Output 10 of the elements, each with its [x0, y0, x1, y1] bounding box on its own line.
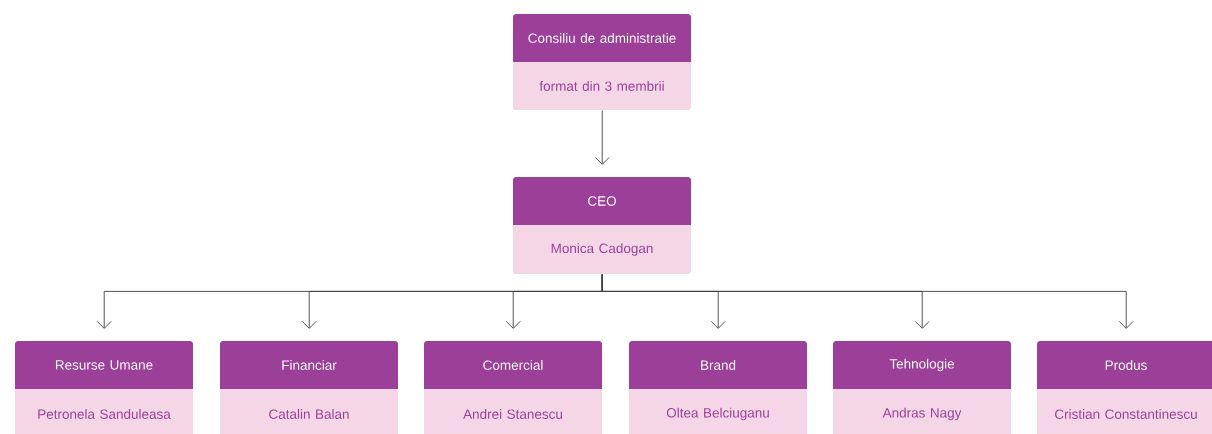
org-box: Tehnologie Andras Nagy [833, 341, 1011, 434]
org-box: Consiliu de administratie format din 3 membrii [513, 14, 691, 110]
org-box: Resurse Umane Petronela Sanduleasa [15, 341, 193, 434]
arrow [594, 109, 610, 165]
org-box: Produs Cristian Constantinescu [1037, 341, 1212, 434]
org-box: Brand Oltea Belciuganu [629, 341, 807, 434]
org-box: Financiar Catalin Balan [220, 341, 398, 434]
arrow [601, 273, 1134, 329]
org-box: CEO Monica Cadogan [513, 177, 691, 274]
org-box: Comercial Andrei Stanescu [424, 341, 602, 434]
